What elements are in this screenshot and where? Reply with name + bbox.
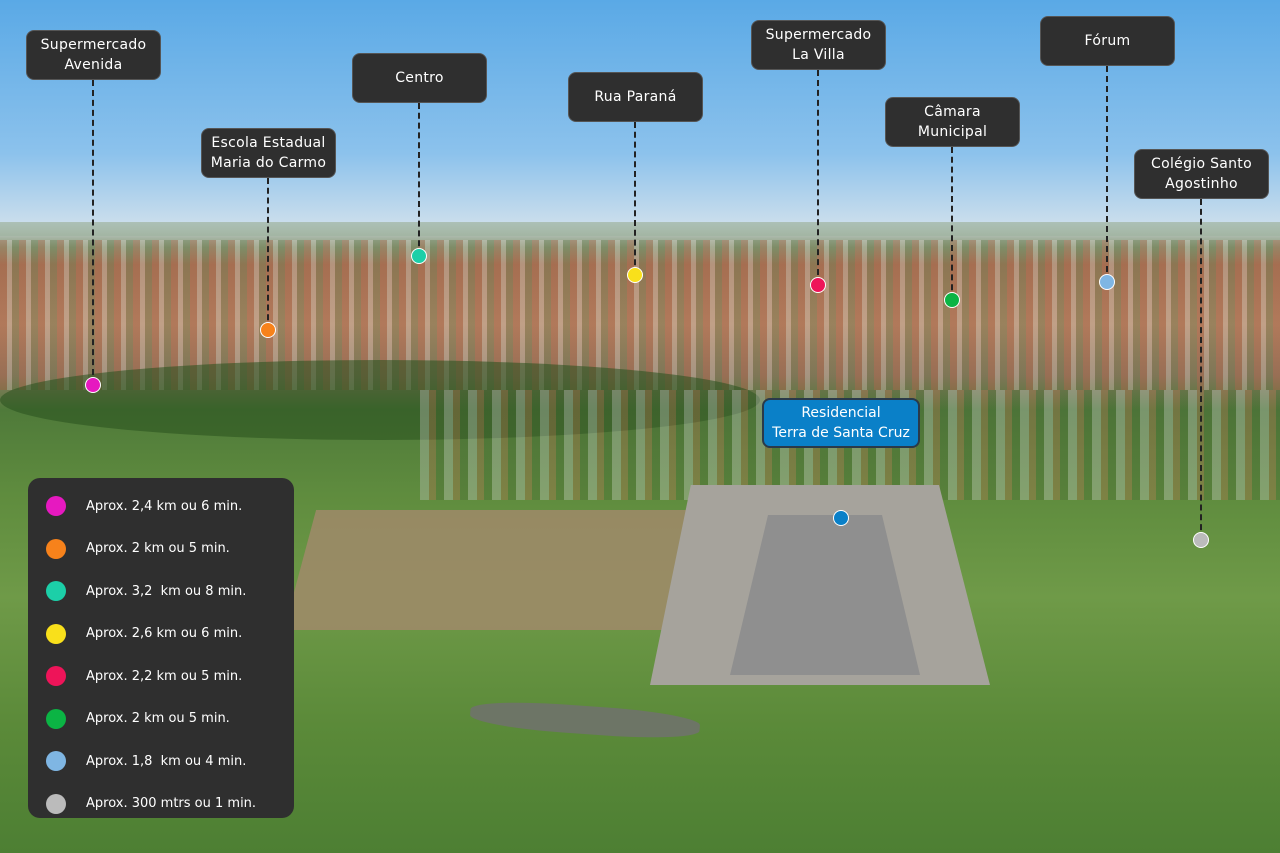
legend-item: Aprox. 2,6 km ou 6 min. xyxy=(46,613,294,656)
forest xyxy=(0,360,760,440)
marker-project[interactable] xyxy=(833,510,849,526)
marker-centro[interactable] xyxy=(411,248,427,264)
horizon xyxy=(0,222,1280,236)
marker-escola-estadual[interactable] xyxy=(260,322,276,338)
legend-item: Aprox. 2 km ou 5 min. xyxy=(46,528,294,571)
leader-line xyxy=(1106,66,1108,282)
marker-rua-parana[interactable] xyxy=(627,267,643,283)
legend-item: Aprox. 2 km ou 5 min. xyxy=(46,698,294,741)
label-forum: Fórum xyxy=(1040,16,1175,66)
label-text: Fórum xyxy=(1084,33,1131,49)
label-supermercado-avenida: Supermercado Avenida xyxy=(26,30,161,80)
stream xyxy=(469,698,701,742)
condominium-road xyxy=(730,515,920,675)
project-label: Residencial Terra de Santa Cruz xyxy=(762,398,920,448)
legend-item: Aprox. 2,2 km ou 5 min. xyxy=(46,655,294,698)
marker-supermercado-avenida[interactable] xyxy=(85,377,101,393)
leader-line xyxy=(951,147,953,300)
marker-colegio-santo-agostinho[interactable] xyxy=(1193,532,1209,548)
marker-camara-municipal[interactable] xyxy=(944,292,960,308)
distance-legend: Aprox. 2,4 km ou 6 min. Aprox. 2 km ou 5… xyxy=(28,478,294,818)
legend-dot-icon xyxy=(46,623,66,644)
legend-dot-icon xyxy=(46,793,66,814)
leader-line xyxy=(418,103,420,256)
label-rua-parana: Rua Paraná xyxy=(568,72,703,122)
label-camara-municipal: Câmara Municipal xyxy=(885,97,1020,147)
leader-line xyxy=(267,178,269,330)
label-text: Supermercado La Villa xyxy=(765,27,872,63)
plowed-field xyxy=(283,510,717,630)
label-supermercado-la-villa: Supermercado La Villa xyxy=(751,20,886,70)
label-text: Colégio Santo Agostinho xyxy=(1151,156,1252,192)
legend-text: Aprox. 300 mtrs ou 1 min. xyxy=(86,796,257,812)
project-label-text: Residencial Terra de Santa Cruz xyxy=(772,405,910,441)
legend-dot-icon xyxy=(46,666,66,687)
legend-dot-icon xyxy=(46,581,66,602)
label-text: Escola Estadual Maria do Carmo xyxy=(210,135,327,171)
leader-line xyxy=(92,80,94,385)
legend-text: Aprox. 2 km ou 5 min. xyxy=(86,541,230,557)
leader-line xyxy=(634,122,636,275)
label-colegio-santo-agostinho: Colégio Santo Agostinho xyxy=(1134,149,1269,199)
label-escola-estadual: Escola Estadual Maria do Carmo xyxy=(201,128,336,178)
legend-text: Aprox. 2,4 km ou 6 min. xyxy=(86,498,243,514)
legend-text: Aprox. 2,2 km ou 5 min. xyxy=(86,668,243,684)
leader-line xyxy=(817,70,819,285)
legend-dot-icon xyxy=(46,751,66,772)
legend-item: Aprox. 1,8 km ou 4 min. xyxy=(46,740,294,783)
label-text: Câmara Municipal xyxy=(917,104,988,140)
label-text: Centro xyxy=(395,70,444,86)
leader-line xyxy=(1200,199,1202,540)
legend-text: Aprox. 2 km ou 5 min. xyxy=(86,711,230,727)
marker-forum[interactable] xyxy=(1099,274,1115,290)
label-centro: Centro xyxy=(352,53,487,103)
legend-item: Aprox. 300 mtrs ou 1 min. xyxy=(46,783,294,826)
legend-text: Aprox. 1,8 km ou 4 min. xyxy=(86,753,247,769)
label-text: Supermercado Avenida xyxy=(40,37,147,73)
legend-dot-icon xyxy=(46,496,66,517)
label-text: Rua Paraná xyxy=(594,89,677,105)
legend-dot-icon xyxy=(46,538,66,559)
legend-item: Aprox. 2,4 km ou 6 min. xyxy=(46,485,294,528)
legend-text: Aprox. 2,6 km ou 6 min. xyxy=(86,626,243,642)
legend-dot-icon xyxy=(46,708,66,729)
marker-supermercado-la-villa[interactable] xyxy=(810,277,826,293)
legend-item: Aprox. 3,2 km ou 8 min. xyxy=(46,570,294,613)
legend-text: Aprox. 3,2 km ou 8 min. xyxy=(86,583,247,599)
